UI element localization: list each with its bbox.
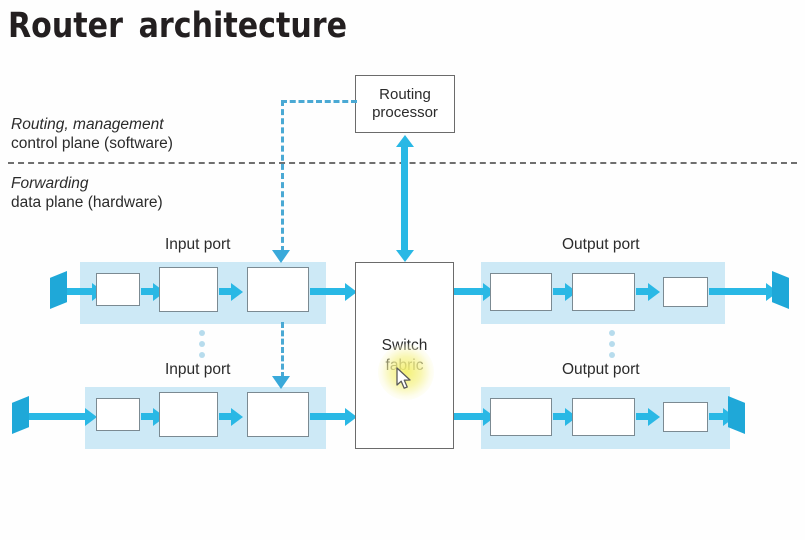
input-line-terminator-bottom xyxy=(12,396,29,434)
page-title: Router architecture xyxy=(8,6,348,46)
switch-fabric-line2: fabric xyxy=(385,356,424,374)
output-port-top-label: Output port xyxy=(562,236,640,253)
routing-processor-label: Routing processor xyxy=(372,86,438,122)
forwarding-plane-label: Forwarding data plane (hardware) xyxy=(11,174,163,212)
input-bottom-box-3 xyxy=(247,392,309,437)
arrow-input-top-2-3 xyxy=(219,282,243,301)
routing-processor-line2: processor xyxy=(372,104,438,121)
output-line-terminator-top xyxy=(772,271,789,309)
ellipsis-dot xyxy=(199,330,205,336)
input-bottom-box-1 xyxy=(96,398,140,431)
arrow-into-output-top-box1 xyxy=(470,282,495,301)
input-line-terminator-top xyxy=(50,271,67,309)
arrow-input-top-1-2 xyxy=(141,282,165,301)
output-port-bottom-label: Output port xyxy=(562,361,640,378)
arrow-out-of-output-bottom xyxy=(709,407,735,426)
output-bottom-box-2 xyxy=(572,398,635,436)
control-line-arrowhead-upper xyxy=(272,250,290,263)
control-line-vertical-upper xyxy=(281,100,284,252)
control-plane-label: Routing, management control plane (softw… xyxy=(11,115,173,153)
control-line-vertical-lower xyxy=(281,322,284,378)
ellipsis-dot xyxy=(609,341,615,347)
ellipsis-dot xyxy=(199,352,205,358)
arrow-input-bottom-to-fabric xyxy=(310,407,357,426)
forwarding-plane-label-line1: Forwarding xyxy=(11,175,89,192)
switch-fabric-line1: Switch xyxy=(381,336,428,354)
arrow-input-bottom-1-2 xyxy=(141,407,165,426)
arrow-output-top-2-3 xyxy=(636,282,660,301)
ellipsis-dot xyxy=(199,341,205,347)
control-line-arrowhead-lower xyxy=(272,376,290,389)
switch-fabric-label: Switch fabric xyxy=(382,336,428,376)
ellipsis-dot xyxy=(609,352,615,358)
arrow-output-top-1-2 xyxy=(553,282,577,301)
output-top-box-2 xyxy=(572,273,635,311)
input-ports-ellipsis xyxy=(199,330,205,363)
input-top-box-1 xyxy=(96,273,140,306)
arrow-fabric-to-output-bottom xyxy=(454,413,484,420)
input-top-box-3 xyxy=(247,267,309,312)
routing-processor-block: Routing processor xyxy=(355,75,455,133)
forwarding-plane-label-line2: data plane (hardware) xyxy=(11,194,163,211)
output-top-box-1 xyxy=(490,273,552,311)
arrow-out-of-output-top xyxy=(709,282,778,301)
control-line-horizontal xyxy=(281,100,357,103)
arrow-fabric-to-output-top xyxy=(454,288,484,295)
input-top-box-2 xyxy=(159,267,218,312)
output-bottom-box-3 xyxy=(663,402,708,432)
ellipsis-dot xyxy=(609,330,615,336)
arrow-into-input-bottom xyxy=(28,407,97,426)
arrow-output-bottom-1-2 xyxy=(553,407,577,426)
arrow-output-bottom-2-3 xyxy=(636,407,660,426)
control-plane-label-line2: control plane (software) xyxy=(11,135,173,152)
arrow-input-top-to-fabric xyxy=(310,282,357,301)
switch-fabric-block: Switch fabric xyxy=(355,262,454,449)
output-line-terminator-bottom xyxy=(728,396,745,434)
arrow-into-input-top xyxy=(65,282,104,301)
arrow-input-bottom-2-3 xyxy=(219,407,243,426)
input-port-bottom-label: Input port xyxy=(165,361,231,378)
output-top-box-3 xyxy=(663,277,708,307)
arrow-into-output-bottom-box1 xyxy=(470,407,495,426)
input-bottom-box-2 xyxy=(159,392,218,437)
output-ports-ellipsis xyxy=(609,330,615,363)
control-plane-label-line1: Routing, management xyxy=(11,116,164,133)
fabric-processor-double-arrow xyxy=(395,135,414,262)
output-bottom-box-1 xyxy=(490,398,552,436)
input-port-top-label: Input port xyxy=(165,236,231,253)
routing-processor-line1: Routing xyxy=(379,86,431,103)
